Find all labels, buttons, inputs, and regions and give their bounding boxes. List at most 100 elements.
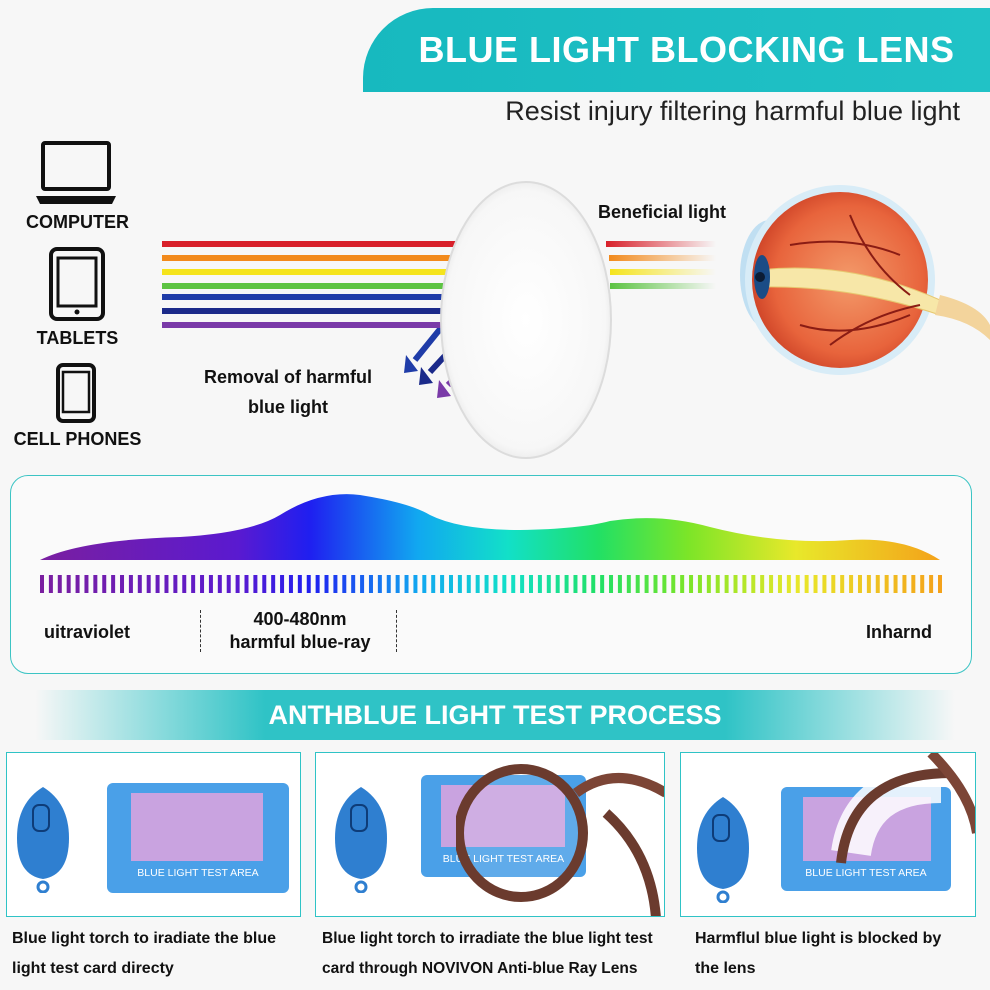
spectrum-tick [893, 575, 898, 593]
spectrum-tick [48, 575, 53, 593]
spectrum-tick [831, 575, 836, 593]
test-card: BLUE LIGHT TEST AREA [421, 775, 586, 877]
spectrum-tick [324, 575, 329, 593]
test-card-text: BLUE LIGHT TEST AREA [137, 867, 259, 879]
device-label-cell-phones: CELL PHONES [13, 429, 142, 449]
spectrum-tick [582, 575, 587, 593]
spectrum-tick [173, 575, 178, 593]
spectrum-tick [120, 575, 125, 593]
laptop-icon [36, 141, 116, 204]
spectrum-tick [938, 575, 942, 593]
spectrum-tick [777, 575, 782, 593]
removal-label: Removal of harmful blue light [190, 362, 386, 422]
spectrum-tick [297, 575, 302, 593]
spectrum-tick [804, 575, 809, 593]
spectrum-tick [200, 575, 205, 593]
spectrum-tick [235, 575, 240, 593]
spectrum-tick [244, 575, 249, 593]
uv-torch-icon [697, 797, 749, 903]
spectrum-tick [448, 575, 453, 593]
spectrum-tick [715, 575, 720, 593]
infrared-label: Inharnd [866, 622, 932, 642]
test-card-text: BLUE LIGHT TEST AREA [805, 867, 927, 879]
step-2-caption-line2: card through NOVIVON Anti-blue Ray Lens [322, 960, 638, 977]
spectrum-tick [520, 575, 525, 593]
device-label-computer: COMPUTER [26, 212, 129, 232]
spectrum-tick [502, 575, 507, 593]
spectrum-tick [75, 575, 80, 593]
spectrum-tick [137, 575, 142, 593]
spectrum-tick [475, 575, 480, 593]
spectrum-tick [466, 575, 471, 593]
spectrum-tick [511, 575, 516, 593]
spectrum-tick [555, 575, 560, 593]
spectrum-tick [742, 575, 747, 593]
spectrum-tick [866, 575, 871, 593]
spectrum-tick [217, 575, 222, 593]
spectrum-tick [57, 575, 62, 593]
harmful-range-line1: 400-480nm [253, 609, 347, 629]
spectrum-tick [288, 575, 293, 593]
spectrum-tick [111, 575, 116, 593]
spectrum-tick [929, 575, 934, 593]
spectrum-tick [662, 575, 667, 593]
process-banner [35, 690, 955, 740]
spectrum-tick [644, 575, 649, 593]
spectrum-tick [262, 575, 267, 593]
spectrum-tick [422, 575, 427, 593]
spectrum-tick [146, 575, 151, 593]
page-subtitle: Resist injury filtering harmful blue lig… [505, 96, 960, 126]
spectrum-tick [617, 575, 622, 593]
spectrum-tick [795, 575, 800, 593]
uv-label: uitraviolet [44, 622, 131, 642]
spectrum-tick [671, 575, 676, 593]
spectrum-tick [537, 575, 542, 593]
phone-icon [56, 363, 96, 423]
spectrum-tick [271, 575, 276, 593]
device-label-tablets: TABLETS [36, 328, 119, 348]
glasses-frame [831, 753, 975, 864]
spectrum-tick [902, 575, 907, 593]
step-3-caption: Harmflul blue light is blocked by the le… [695, 924, 985, 984]
spectrum-tick [591, 575, 596, 593]
spectrum-tick [342, 575, 347, 593]
harmful-range-label: 400-480nm harmful blue-ray [210, 608, 390, 654]
spectrum-tick [564, 575, 569, 593]
harmful-range-line2: harmful blue-ray [229, 632, 371, 652]
spectrum-tick [226, 575, 231, 593]
spectrum-tick [920, 575, 925, 593]
uv-torch-icon [335, 787, 387, 893]
step-2-photo: BLUE LIGHT TEST AREA [315, 752, 665, 917]
spectrum-tick [573, 575, 578, 593]
step-2-caption: Blue light torch to irradiate the blue l… [322, 924, 682, 984]
spectrum-tick [84, 575, 89, 593]
step-3-caption-line2: the lens [695, 960, 756, 977]
process-title: ANTHBLUE LIGHT TEST PROCESS [268, 700, 722, 730]
spectrum-tick [315, 575, 320, 593]
spectrum-tick [769, 575, 774, 593]
spectrum-tick [386, 575, 391, 593]
spectrum-tick [493, 575, 498, 593]
range-divider-left [200, 610, 201, 652]
spectrum-tick [875, 575, 880, 593]
spectrum-tick [529, 575, 534, 593]
spectrum-ticks [40, 575, 942, 593]
spectrum-tick [253, 575, 258, 593]
spectrum-tick [404, 575, 409, 593]
test-card-area [131, 793, 263, 861]
spectrum-tick [431, 575, 436, 593]
uv-torch-icon [17, 787, 69, 893]
page-title: BLUE LIGHT BLOCKING LENS [418, 29, 955, 70]
step-1-caption-line1: Blue light torch to iradiate the blue [12, 930, 277, 947]
spectrum-tick [635, 575, 640, 593]
spectrum-tick [395, 575, 400, 593]
spectrum-tick [40, 575, 44, 593]
step-2-caption-line1: Blue light torch to irradiate the blue l… [322, 930, 653, 947]
spectrum-tick [609, 575, 614, 593]
beneficial-light-label: Beneficial light [598, 202, 727, 222]
spectrum-tick [546, 575, 551, 593]
spectrum-tick [697, 575, 702, 593]
spectrum-graphic [40, 494, 942, 593]
spectrum-tick [884, 575, 889, 593]
removal-label-line2: blue light [248, 397, 328, 417]
